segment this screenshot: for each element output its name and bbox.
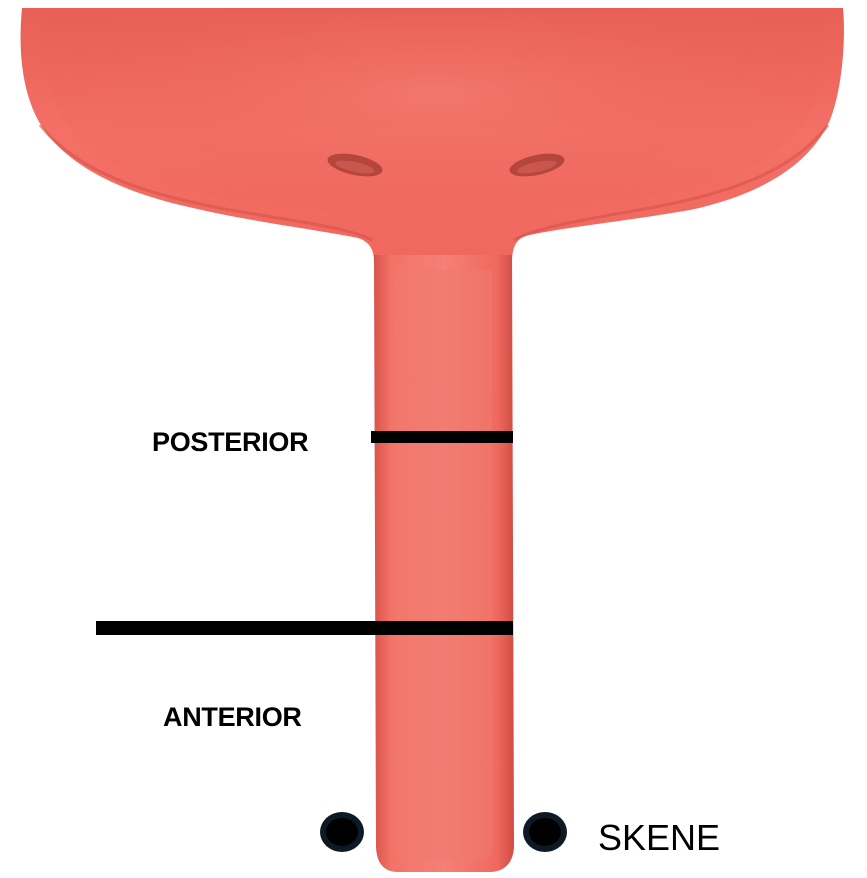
bladder-inner-surface: [40, 12, 830, 246]
anterior-boundary-line: [96, 621, 513, 635]
anterior-label: ANTERIOR: [163, 702, 302, 733]
posterior-marker-line: [371, 431, 513, 443]
posterior-label: POSTERIOR: [152, 427, 308, 458]
skene-label: SKENE: [598, 817, 720, 859]
urethra-lumen: [395, 270, 493, 860]
